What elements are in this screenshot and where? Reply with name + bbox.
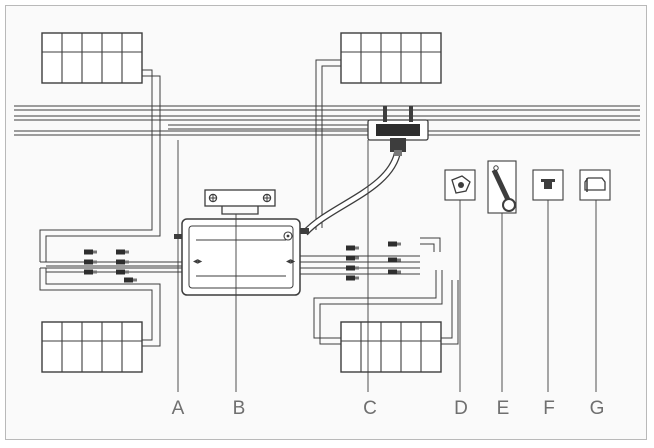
right-dc-connectors [300,241,420,281]
unlocking-tool-icon [487,160,517,214]
ac-trunk-cable-icon [302,106,429,236]
label-c: C [363,398,377,419]
microinverter-icon: ◀▶ ◀▶ [174,218,309,296]
svg-text:◀▶: ◀▶ [193,258,203,265]
solar-panel-icon [41,321,143,373]
solar-panel-icon [41,32,143,84]
leader-lines [177,140,597,392]
solar-panel-icon [340,32,442,84]
ground-wire [168,124,370,130]
left-dc-connectors [40,249,182,283]
svg-text:◀▶: ◀▶ [286,258,296,265]
disconnect-tool-icon [579,169,611,201]
label-b: B [232,398,246,419]
mounting-rails [14,105,640,136]
mounting-bracket-icon [204,189,276,215]
port-cap-icon [532,169,564,201]
label-a: A [171,398,185,419]
label-e: E [496,398,510,419]
label-g: G [589,398,605,419]
dc-cables [39,59,459,347]
label-d: D [454,398,468,419]
label-f: F [543,398,555,419]
ac-end-cap-icon [444,169,476,201]
solar-panel-icon [340,321,442,373]
